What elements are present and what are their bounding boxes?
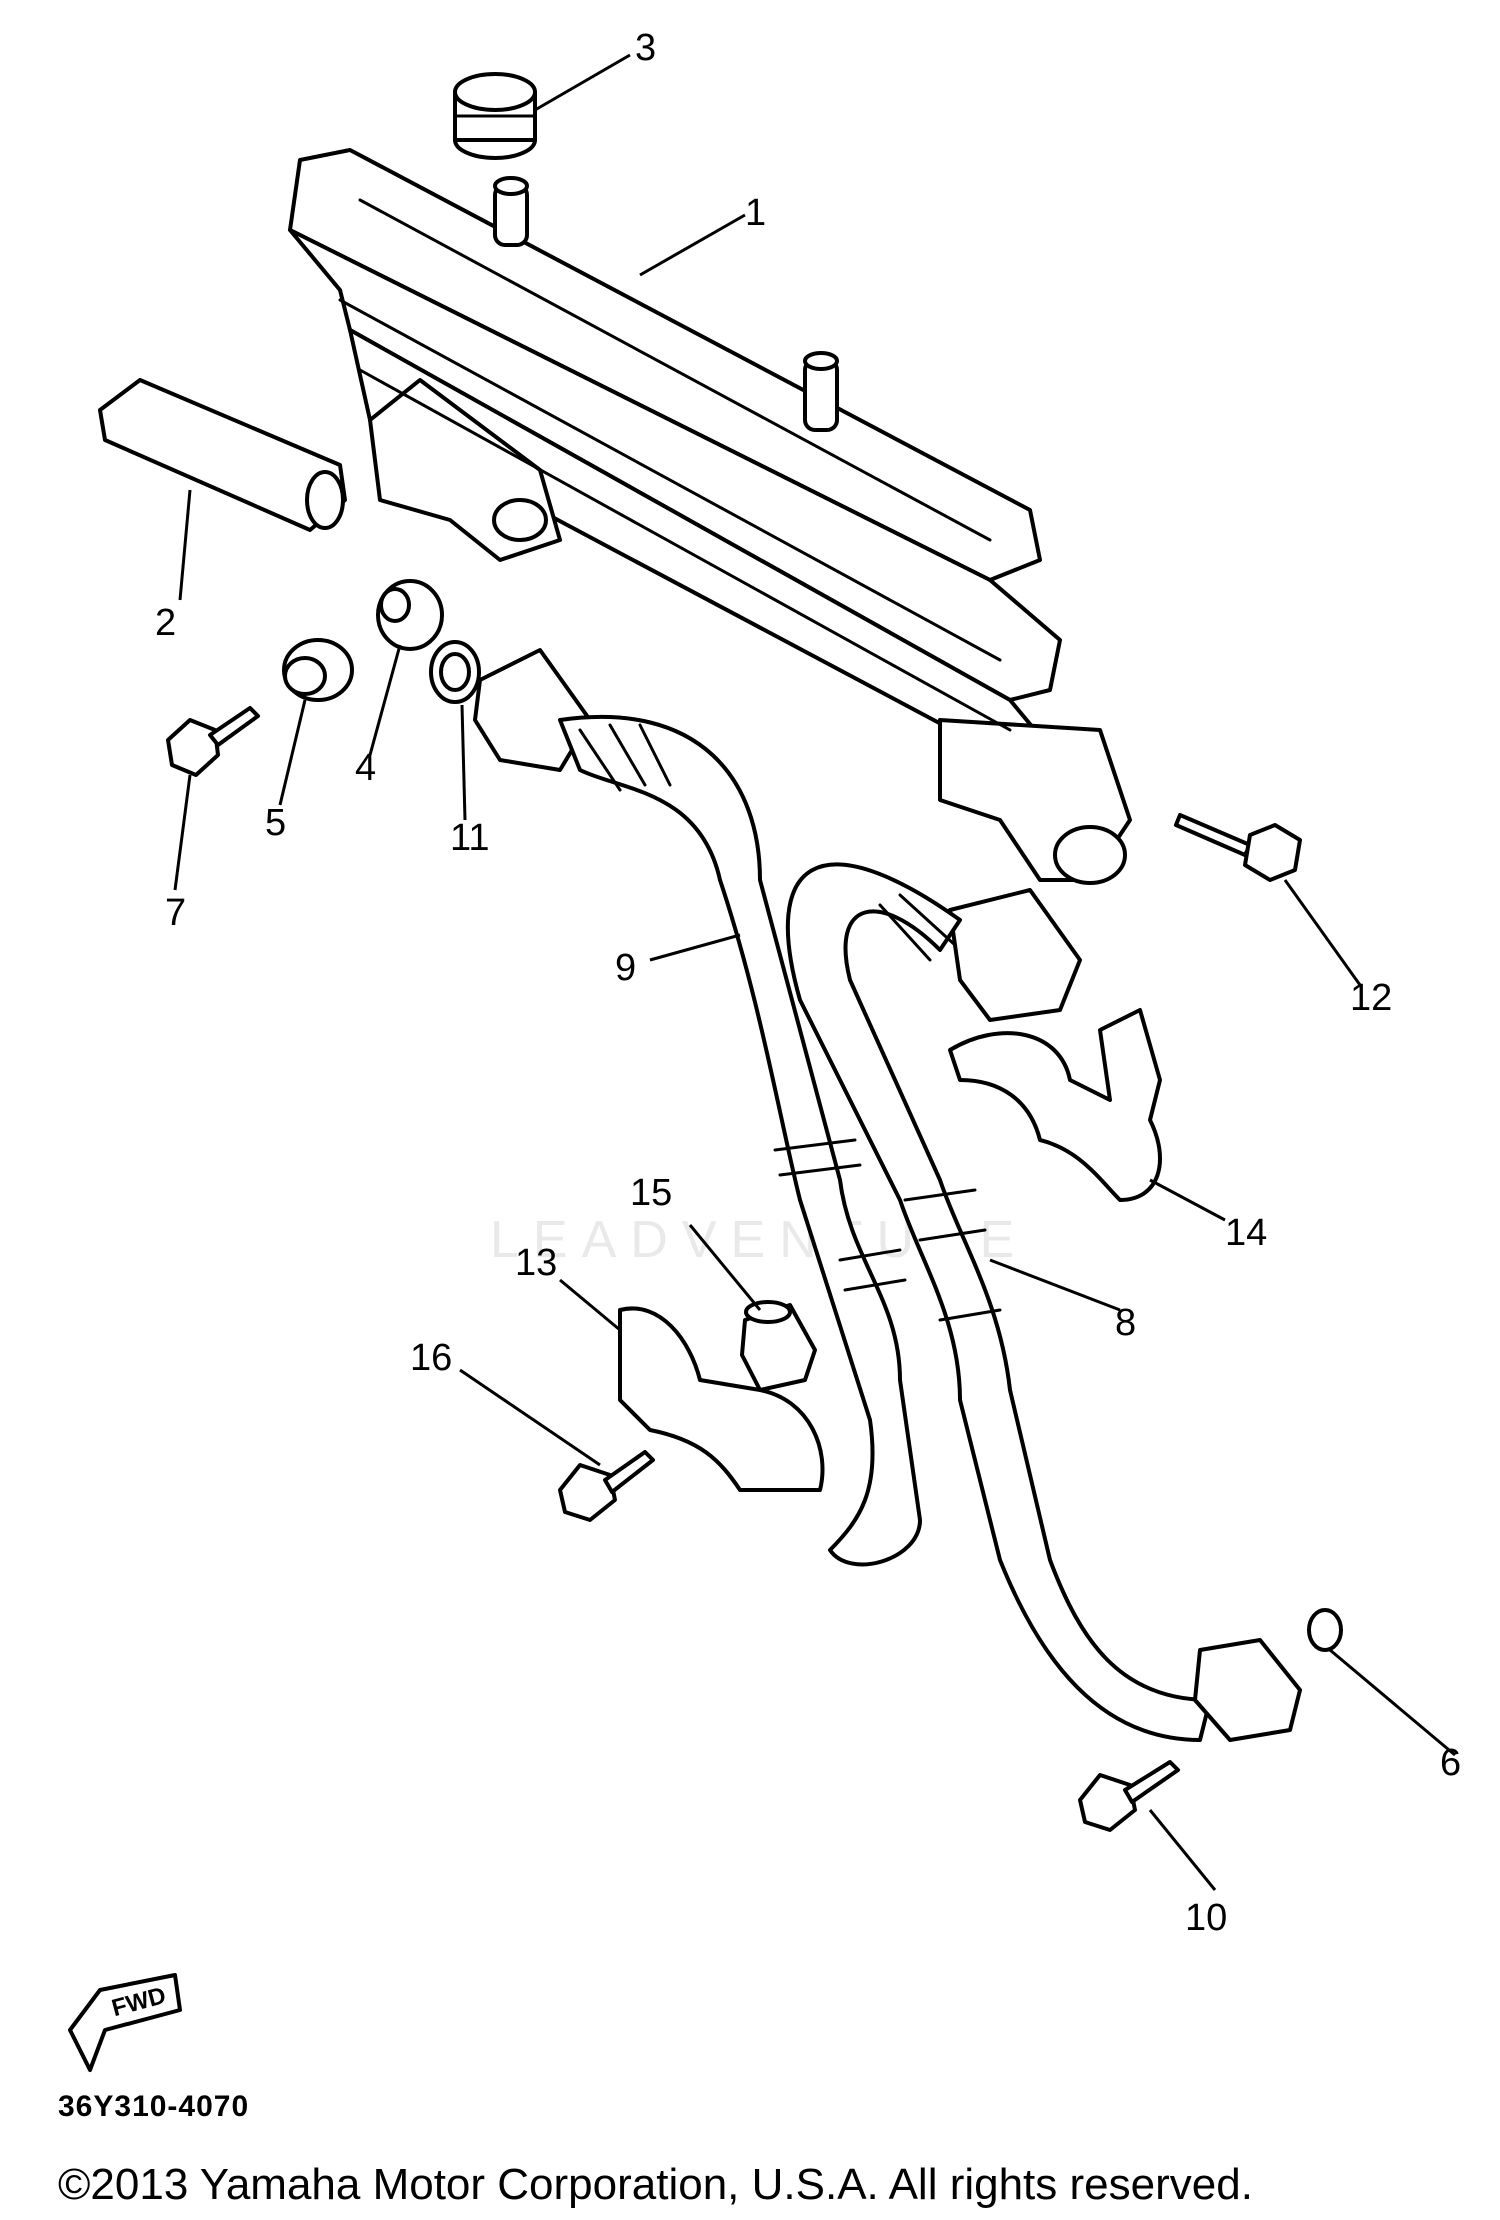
callout-5: 5 [265,802,286,844]
collar[interactable] [282,638,354,702]
callout-labels: 3 1 2 4 5 6 7 8 9 10 11 12 13 14 15 16 [155,27,1461,1939]
bolt-7[interactable] [166,706,260,777]
leader-lines [173,53,1456,1891]
clamp-14[interactable] [948,1008,1162,1202]
washer[interactable] [1307,1608,1343,1652]
bolt-10[interactable] [1078,1760,1180,1832]
callout-15: 15 [630,1172,672,1214]
callout-10: 10 [1185,1897,1227,1939]
protector-sleeve[interactable] [98,378,347,532]
callout-4: 4 [355,747,376,789]
oil-hose-8[interactable] [785,862,1302,1742]
fwd-arrow-icon: FWD [68,1973,182,2072]
callout-16: 16 [410,1337,452,1379]
bolt-12[interactable] [1174,813,1302,882]
collar-15[interactable] [740,1300,817,1392]
small-grommet[interactable] [376,579,444,651]
callout-7: 7 [165,892,186,934]
oil-hose-9[interactable] [473,648,922,1567]
callout-12: 12 [1350,977,1392,1019]
callout-3: 3 [635,27,656,69]
callout-6: 6 [1440,1742,1461,1784]
diagram-reference-code: 36Y310-4070 [58,2090,250,2123]
grommet[interactable] [453,72,537,160]
callout-13: 13 [515,1242,557,1284]
callout-11: 11 [450,817,489,859]
callout-9: 9 [615,947,636,989]
callout-8: 8 [1115,1302,1136,1344]
callout-1: 1 [745,192,766,234]
o-ring[interactable] [429,640,481,704]
copyright-notice: ©2013 Yamaha Motor Corporation, U.S.A. A… [58,2160,1253,2209]
bolt-16[interactable] [558,1450,655,1522]
clamp-13[interactable] [618,1306,825,1492]
callout-14: 14 [1225,1212,1267,1254]
callout-2: 2 [155,602,176,644]
oil-cooler[interactable] [288,148,1132,885]
